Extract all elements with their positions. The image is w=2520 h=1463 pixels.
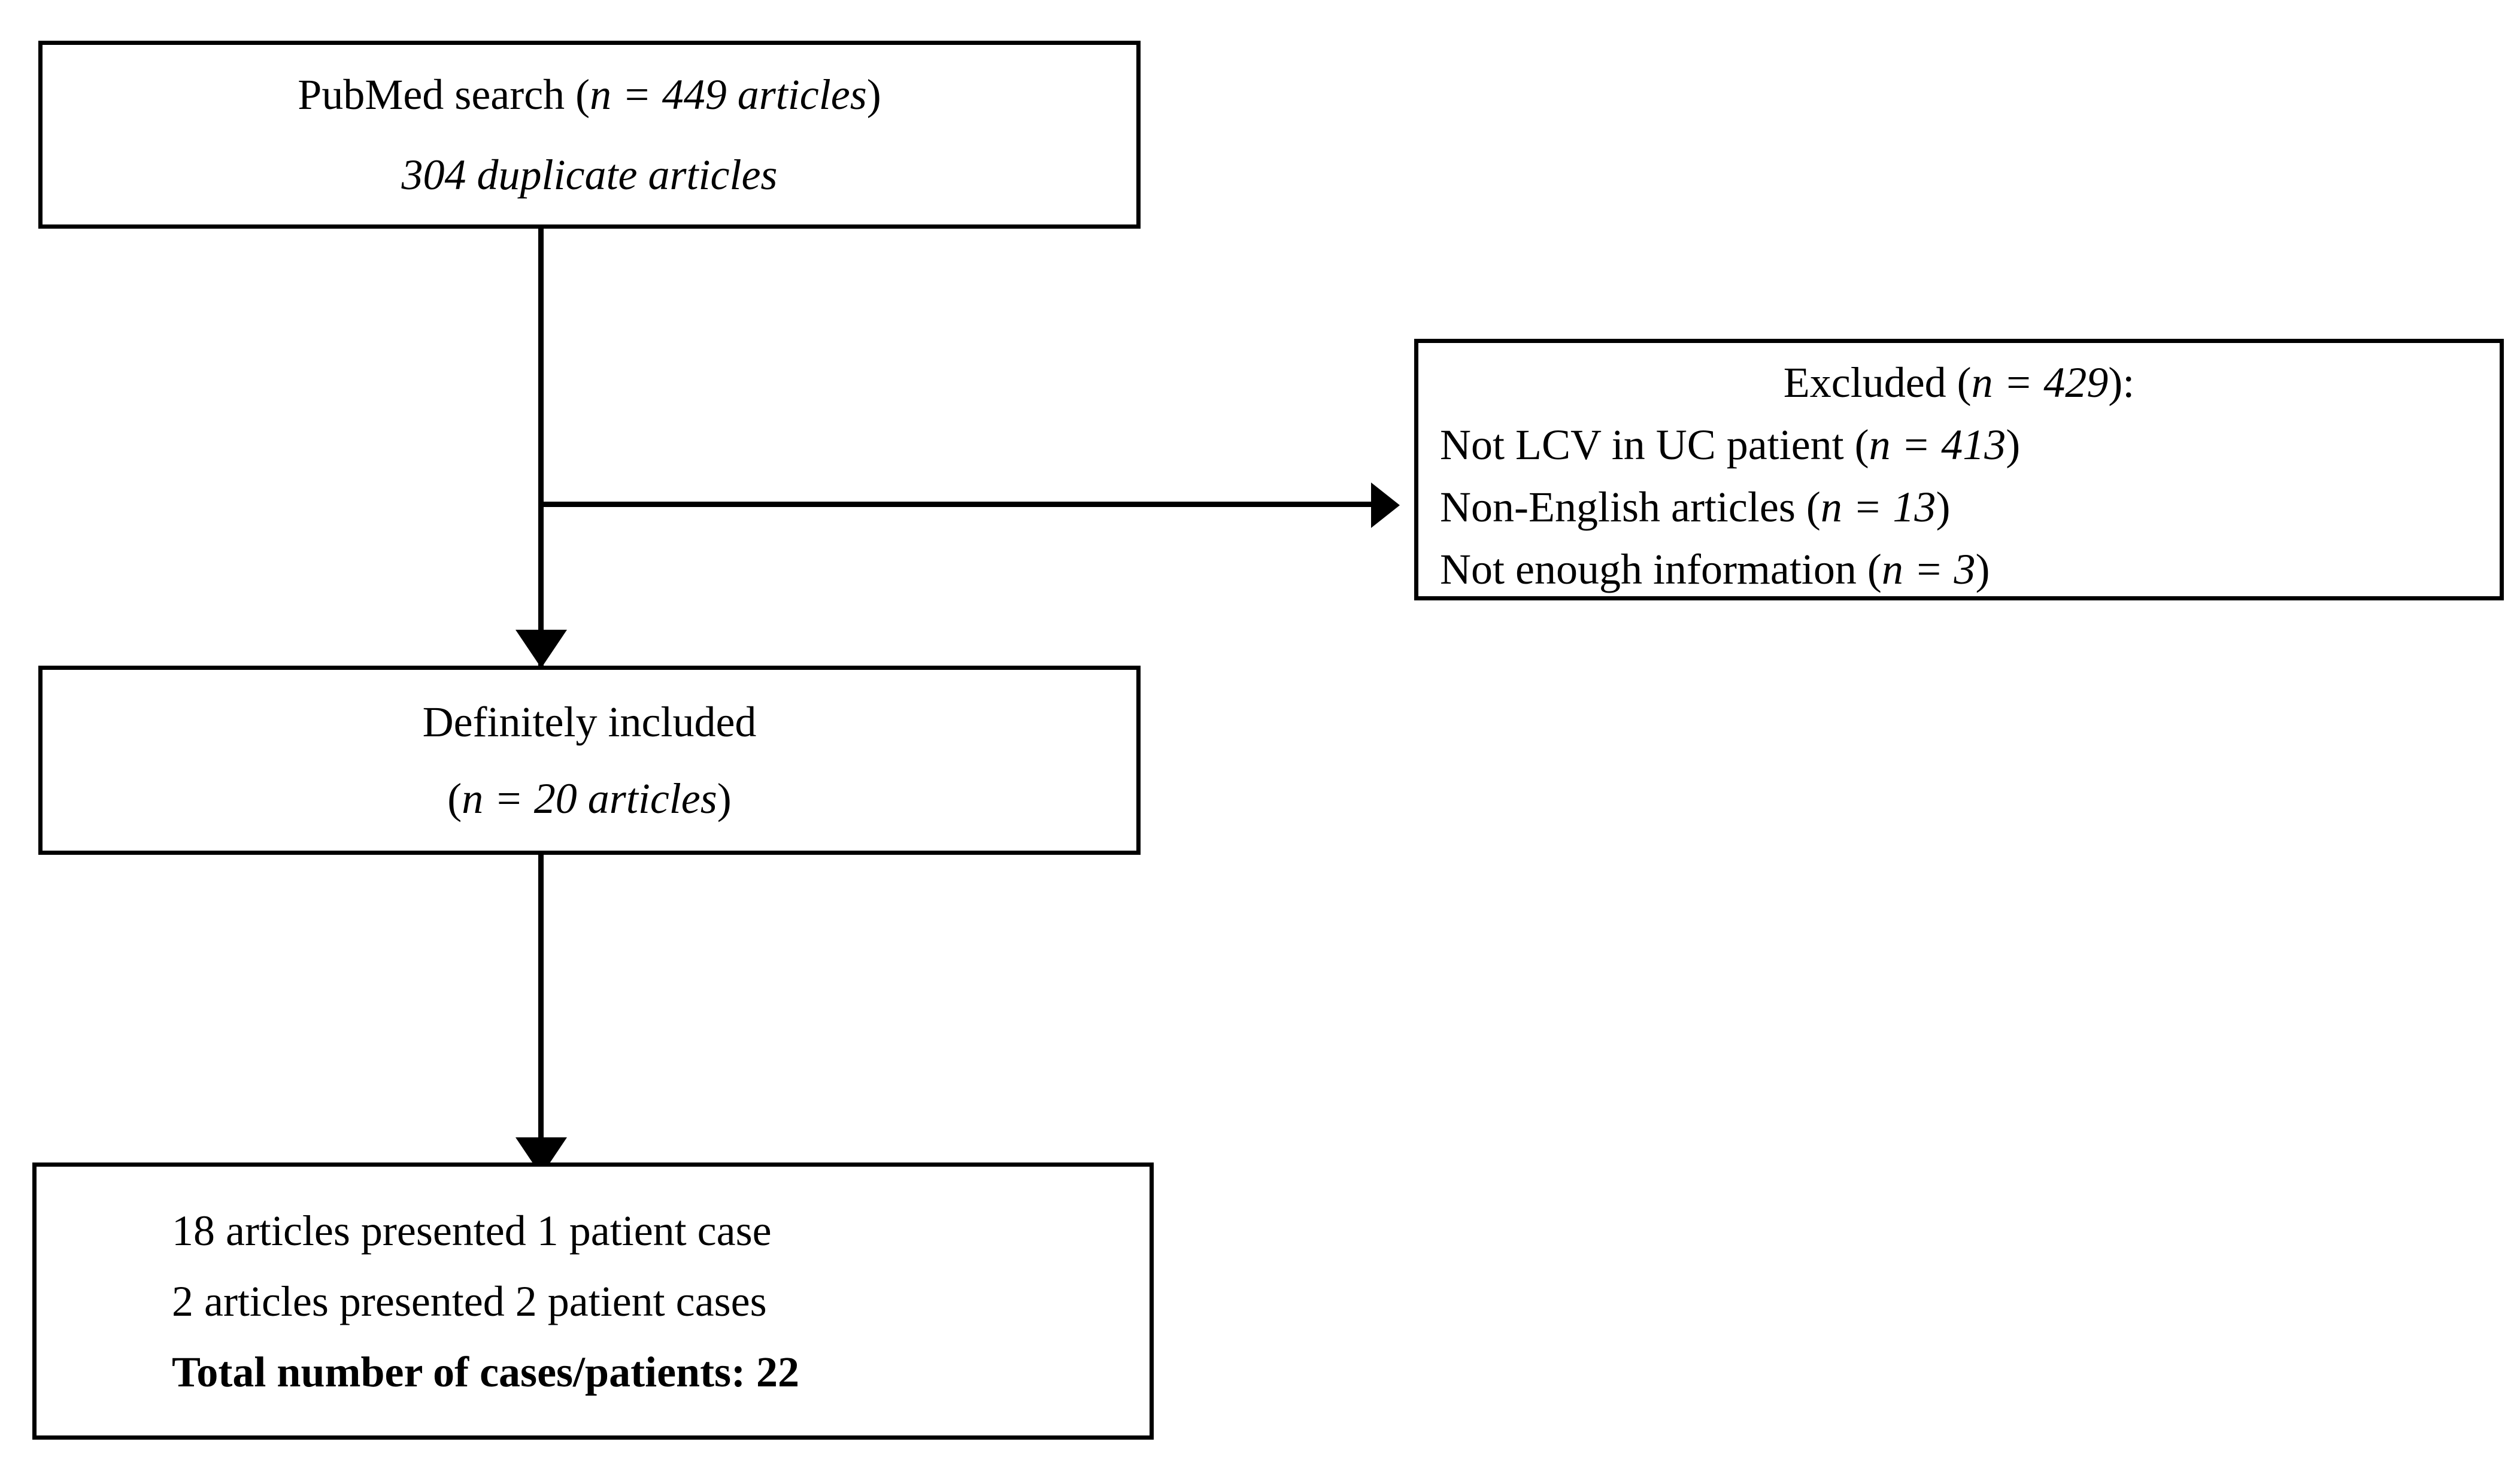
- arrowhead-right-icon: [1371, 482, 1400, 528]
- definitely-included-count: n = 20 articles: [462, 775, 717, 822]
- pubmed-search-box: PubMed search (n = 449 articles) 304 dup…: [38, 41, 1141, 229]
- excluded-total-count: n = 429: [1971, 359, 2109, 406]
- excluded-not-lcv-prefix: Not LCV in UC patient (: [1440, 421, 1869, 469]
- definitely-included-label: Definitely included: [422, 698, 757, 746]
- results-line-2-articles: 2 articles presented 2 patient cases: [172, 1277, 767, 1325]
- excluded-total-suffix: ):: [2108, 359, 2135, 406]
- excluded-non-english-suffix: ): [1936, 483, 1951, 531]
- excluded-not-enough-info-suffix: ): [1975, 545, 1990, 593]
- definitely-included-line-2: (n = 20 articles): [43, 777, 1136, 820]
- excluded-total-prefix: Excluded (: [1783, 359, 1972, 406]
- results-box: 18 articles presented 1 patient case 2 a…: [32, 1162, 1154, 1440]
- excluded-line-not-lcv: Not LCV in UC patient (n = 413): [1440, 423, 2478, 466]
- pubmed-search-line-1-count: n = 449 articles: [590, 71, 867, 119]
- excluded-box: Excluded (n = 429): Not LCV in UC patien…: [1414, 339, 2504, 600]
- definitely-included-line-1: Definitely included: [43, 700, 1136, 743]
- excluded-not-lcv-count: n = 413: [1869, 421, 2006, 469]
- excluded-not-enough-info-prefix: Not enough information (: [1440, 545, 1882, 593]
- excluded-non-english-prefix: Non-English articles (: [1440, 483, 1821, 531]
- excluded-line-total: Excluded (n = 429):: [1440, 361, 2478, 404]
- excluded-line-not-enough-info: Not enough information (n = 3): [1440, 548, 2478, 591]
- pubmed-search-line-1-prefix: PubMed search (: [298, 71, 590, 119]
- excluded-not-enough-info-count: n = 3: [1881, 545, 1976, 593]
- duplicate-articles-count: 304 duplicate articles: [401, 151, 778, 199]
- excluded-line-non-english: Non-English articles (n = 13): [1440, 485, 2478, 529]
- pubmed-search-line-2: 304 duplicate articles: [43, 153, 1136, 196]
- pubmed-search-line-1: PubMed search (n = 449 articles): [43, 73, 1136, 116]
- connector-included-to-results-vertical: [538, 855, 544, 1172]
- definitely-included-suffix: ): [717, 775, 732, 822]
- definitely-included-prefix: (: [447, 775, 462, 822]
- excluded-non-english-count: n = 13: [1820, 483, 1936, 531]
- connector-search-to-excluded-horizontal: [538, 502, 1379, 507]
- connector-search-vertical: [538, 229, 544, 666]
- arrowhead-down-to-included-icon: [515, 630, 567, 668]
- definitely-included-box: Definitely included (n = 20 articles): [38, 666, 1141, 855]
- results-line-total-cases: Total number of cases/patients: 22: [172, 1347, 800, 1396]
- excluded-not-lcv-suffix: ): [2006, 421, 2021, 469]
- pubmed-search-line-1-suffix: ): [866, 71, 881, 119]
- results-line-18-articles: 18 articles presented 1 patient case: [172, 1206, 772, 1255]
